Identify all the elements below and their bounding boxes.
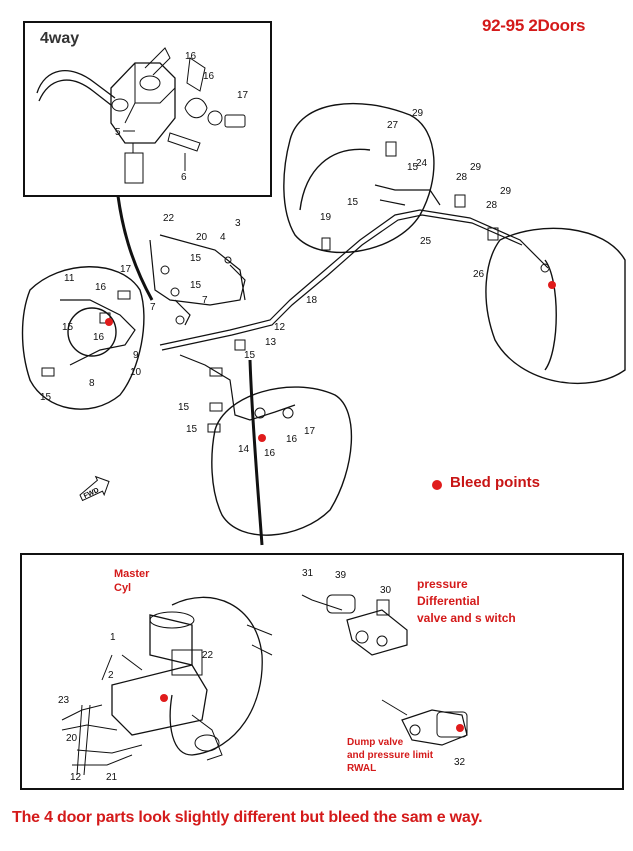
inset-pointer-line-lower xyxy=(248,359,264,546)
svg-text:28: 28 xyxy=(456,172,468,183)
svg-text:12: 12 xyxy=(70,772,82,783)
front-left-wheel xyxy=(21,266,145,410)
pressure-label-1: pressure xyxy=(417,577,468,591)
svg-text:7: 7 xyxy=(202,295,208,306)
bleed-point-front-right xyxy=(258,434,266,442)
svg-text:22: 22 xyxy=(202,650,214,661)
svg-text:26: 26 xyxy=(473,269,485,280)
svg-text:14: 14 xyxy=(238,444,250,455)
svg-text:39: 39 xyxy=(335,570,347,581)
svg-text:24: 24 xyxy=(416,158,428,169)
svg-text:16: 16 xyxy=(185,51,197,62)
rear-left-wheel xyxy=(283,102,435,254)
part-number-labels: 29 27 24 15 29 28 29 28 15 25 26 19 18 2… xyxy=(40,108,512,459)
svg-text:18: 18 xyxy=(306,295,318,306)
svg-text:15: 15 xyxy=(62,322,74,333)
master-cyl-label-1: Master xyxy=(114,568,150,580)
bleed-point-rear-right xyxy=(548,281,556,289)
master-cyl-label-2: Cyl xyxy=(114,582,132,594)
svg-text:16: 16 xyxy=(95,282,107,293)
bleed-point-master-cylinder xyxy=(160,694,168,702)
svg-text:32: 32 xyxy=(454,757,466,768)
model-label: 92-95 2Doors xyxy=(482,16,586,35)
bleed-point-dump-valve xyxy=(456,724,464,732)
svg-text:10: 10 xyxy=(130,367,142,378)
svg-text:22: 22 xyxy=(163,213,175,224)
svg-text:29: 29 xyxy=(412,108,424,119)
brake-line-diagram: 29 27 24 15 29 28 29 28 15 25 26 19 18 2… xyxy=(21,102,626,546)
dump-label-2: and pressure limit xyxy=(347,750,434,761)
rear-right-wheel xyxy=(485,227,626,385)
svg-text:1: 1 xyxy=(110,632,116,643)
svg-text:12: 12 xyxy=(274,322,286,333)
svg-text:29: 29 xyxy=(470,162,482,173)
svg-text:15: 15 xyxy=(190,253,202,264)
svg-text:9: 9 xyxy=(133,350,139,361)
svg-text:19: 19 xyxy=(320,212,332,223)
four-way-title: 4way xyxy=(40,30,80,47)
svg-text:23: 23 xyxy=(58,695,70,706)
pressure-label-3: valve and s witch xyxy=(417,611,516,625)
svg-text:15: 15 xyxy=(178,402,190,413)
svg-text:31: 31 xyxy=(302,568,314,579)
svg-text:17: 17 xyxy=(304,426,316,437)
svg-text:11: 11 xyxy=(64,273,75,284)
fwd-arrow-icon: FWD xyxy=(79,475,110,502)
svg-text:25: 25 xyxy=(420,236,432,247)
svg-text:15: 15 xyxy=(407,162,419,173)
svg-text:15: 15 xyxy=(190,280,202,291)
svg-text:15: 15 xyxy=(186,424,198,435)
svg-text:15: 15 xyxy=(40,392,52,403)
svg-text:16: 16 xyxy=(203,71,215,82)
svg-text:6: 6 xyxy=(181,172,187,183)
svg-text:2: 2 xyxy=(108,670,114,681)
svg-text:7: 7 xyxy=(150,302,156,313)
master-cylinder-inset: Master Cyl pressure Differential valve a… xyxy=(20,553,624,790)
svg-text:16: 16 xyxy=(93,332,105,343)
svg-text:15: 15 xyxy=(347,197,359,208)
pressure-label-2: Differential xyxy=(417,594,480,608)
footer-note: The 4 door parts look slightly different… xyxy=(12,809,483,826)
four-way-inset: 4way 16 16 17 5 6 xyxy=(23,21,272,197)
svg-text:21: 21 xyxy=(106,772,118,783)
svg-text:4: 4 xyxy=(220,232,226,243)
dump-label-1: Dump valve xyxy=(347,737,404,748)
bleed-point-front-left xyxy=(105,318,113,326)
master-cylinder-drawing: 1 22 2 23 20 12 21 31 39 30 32 xyxy=(58,568,468,783)
svg-text:5: 5 xyxy=(115,127,121,138)
svg-text:3: 3 xyxy=(235,218,241,229)
svg-text:FWD: FWD xyxy=(83,487,100,500)
bleed-legend-label: Bleed points xyxy=(450,474,541,491)
svg-text:17: 17 xyxy=(237,90,249,101)
svg-text:28: 28 xyxy=(486,200,498,211)
svg-text:8: 8 xyxy=(89,378,95,389)
inset-pointer-line xyxy=(116,195,154,301)
svg-text:27: 27 xyxy=(387,120,399,131)
svg-text:15: 15 xyxy=(244,350,256,361)
svg-text:16: 16 xyxy=(286,434,298,445)
fittings xyxy=(41,141,550,433)
svg-text:17: 17 xyxy=(120,264,132,275)
svg-text:16: 16 xyxy=(264,448,276,459)
front-right-wheel xyxy=(211,386,353,536)
bleed-legend-dot xyxy=(432,480,442,490)
svg-text:20: 20 xyxy=(66,733,78,744)
svg-text:30: 30 xyxy=(380,585,392,596)
svg-text:29: 29 xyxy=(500,186,512,197)
dump-label-3: RWAL xyxy=(347,763,377,774)
svg-text:13: 13 xyxy=(265,337,277,348)
four-way-drawing: 16 16 17 5 6 xyxy=(36,47,249,184)
svg-text:20: 20 xyxy=(196,232,208,243)
